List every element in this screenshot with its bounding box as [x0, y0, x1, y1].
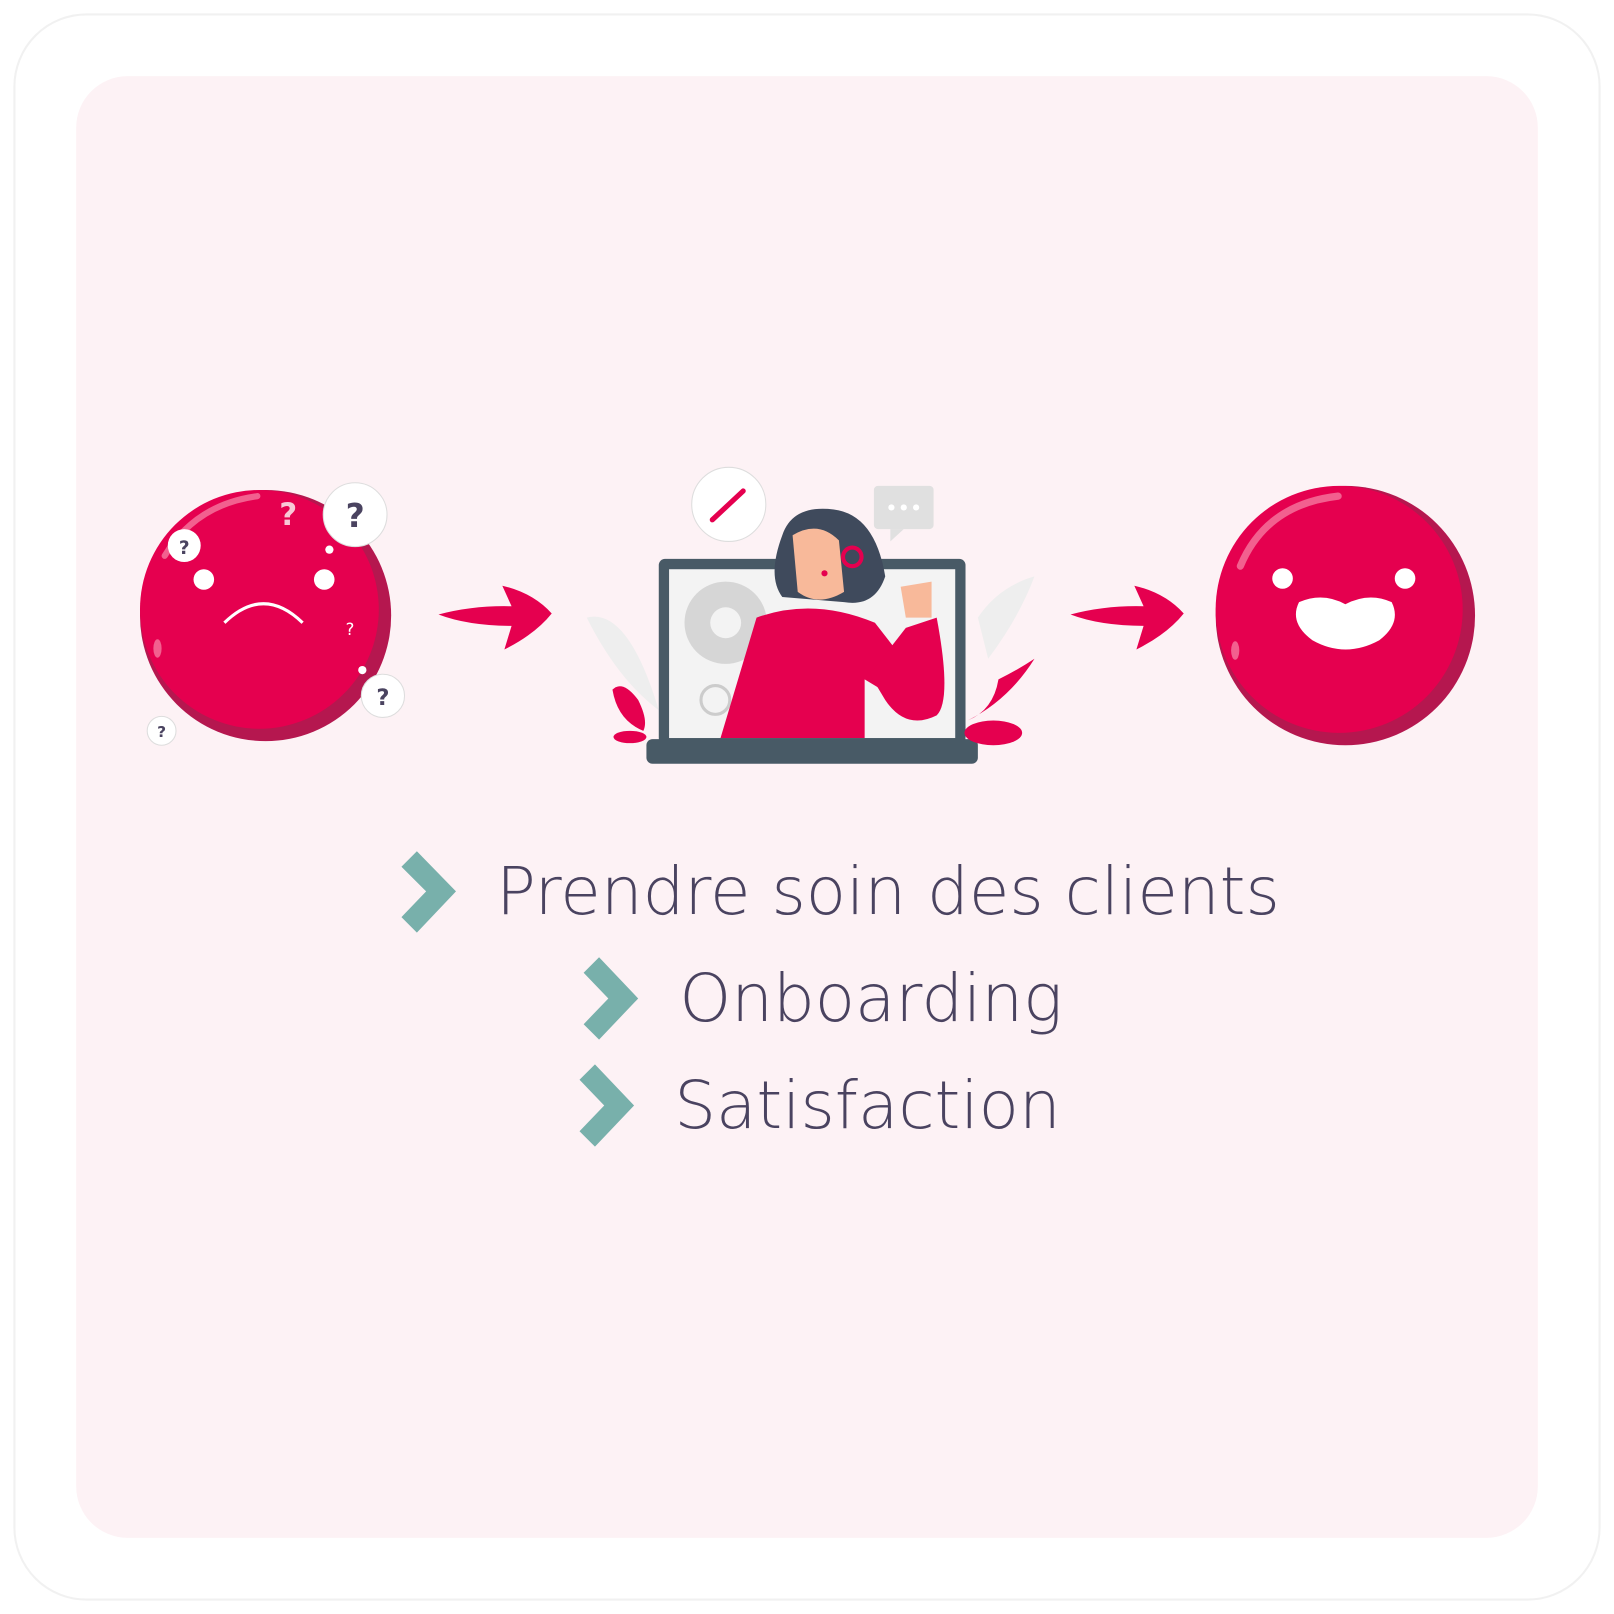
list-item: Prendre soin des clients — [401, 851, 1280, 933]
chevron-right-icon — [401, 851, 456, 933]
svg-text:?: ? — [157, 723, 166, 741]
list-item: Onboarding — [583, 957, 1063, 1040]
item-label: Onboarding — [679, 960, 1062, 1037]
svg-text:?: ? — [346, 496, 365, 535]
item-label: Prendre soin des clients — [496, 853, 1280, 930]
svg-text:?: ? — [179, 538, 190, 559]
happy-face-icon — [1215, 485, 1476, 746]
arrow-right-icon — [1070, 585, 1184, 650]
chevron-right-icon — [583, 957, 639, 1040]
list-item: Satisfaction — [579, 1064, 1061, 1147]
chevron-right-icon — [579, 1064, 635, 1147]
inner-panel — [76, 76, 1538, 1538]
arrow-right-icon — [438, 585, 552, 650]
svg-text:?: ? — [346, 620, 355, 639]
support-agent-illustration — [586, 466, 1035, 764]
sad-face-icon: ? ? ? ? ? ? — [139, 482, 406, 746]
item-label: Satisfaction — [674, 1067, 1061, 1144]
svg-text:?: ? — [279, 497, 297, 533]
svg-text:?: ? — [376, 685, 389, 711]
